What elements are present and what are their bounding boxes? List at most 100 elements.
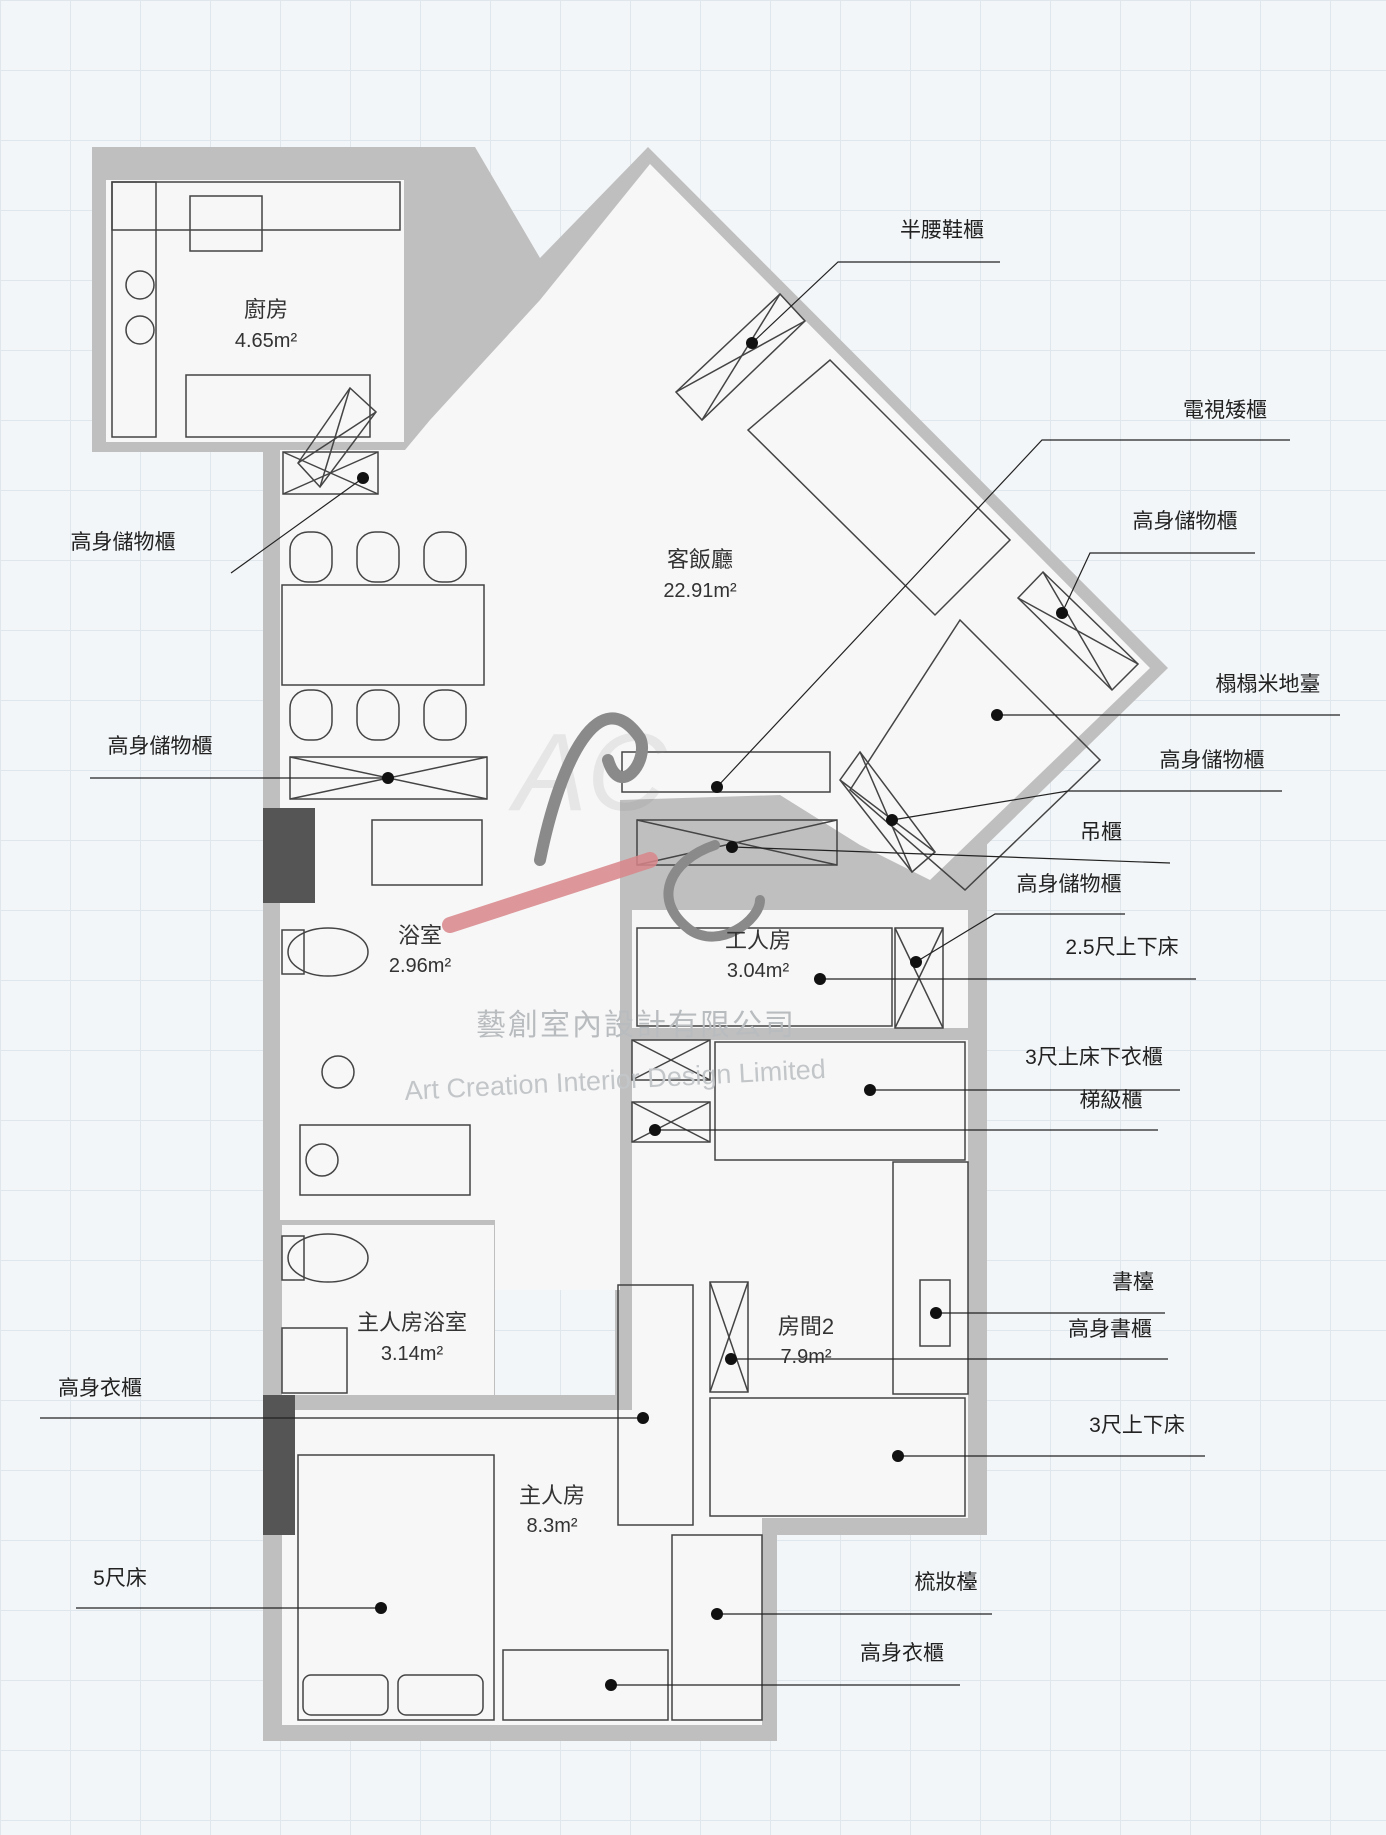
dressing-table <box>671 1534 763 1721</box>
pillow <box>302 1674 389 1716</box>
label-tatami: 榻榻米地臺 <box>1216 673 1321 696</box>
dining-chair <box>356 689 400 741</box>
watermark-logo-a <box>534 712 648 866</box>
dining-chair <box>289 689 333 741</box>
callout-dot <box>711 1608 723 1620</box>
callout-dot <box>746 337 758 349</box>
kitchen-counter-left <box>111 181 157 438</box>
callout-dot <box>814 973 826 985</box>
desk <box>892 1161 969 1395</box>
stove-burner <box>125 270 155 300</box>
callout-labels: 半腰鞋櫃 電視矮櫃 高身儲物櫃 榻榻米地臺 高身儲物櫃 吊櫃 高身儲物櫃 2.5… <box>58 219 1321 1665</box>
label-tall-storage-1: 高身儲物櫃 <box>1133 510 1238 533</box>
toilet <box>287 1233 369 1283</box>
dining-table <box>281 584 485 686</box>
bath-floor <box>282 810 494 1090</box>
callout-dot <box>382 772 394 784</box>
bathtub <box>299 1124 471 1196</box>
tatami-platform <box>849 618 1102 892</box>
callout-dot <box>726 841 738 853</box>
label-dressing-table: 梳妝檯 <box>915 1571 978 1594</box>
room-area-room2: 7.9m² <box>780 1346 831 1368</box>
toilet-tank <box>281 929 305 975</box>
label-bunk-3: 3尺上下床 <box>1089 1414 1185 1437</box>
room-labels: 廚房 4.65m² 客飯廳 22.91m² 浴室 2.96m² 工人房 3.04… <box>235 297 834 1537</box>
room-area-bath: 2.96m² <box>389 955 452 977</box>
toilet <box>287 927 369 977</box>
dining-chair <box>423 531 467 583</box>
floor-drain <box>321 1055 355 1089</box>
room-name-maid: 工人房 <box>725 928 791 953</box>
label-tall-storage-3: 高身儲物櫃 <box>1160 749 1265 772</box>
label-tall-storage-5: 高身儲物櫃 <box>1017 873 1122 896</box>
callout-dot <box>637 1412 649 1424</box>
callout-dot <box>910 956 922 968</box>
room-name-master: 主人房 <box>519 1483 585 1508</box>
bath-drain <box>305 1143 339 1177</box>
label-bunk-wardrobe-3: 3尺上床下衣櫃 <box>1025 1046 1163 1069</box>
callout-dot <box>357 472 369 484</box>
room-area-master: 8.3m² <box>526 1515 577 1537</box>
callout-dot <box>892 1450 904 1462</box>
room-area-master-bath: 3.14m² <box>381 1343 444 1365</box>
label-desk: 書檯 <box>1112 1271 1154 1294</box>
label-tall-storage-2: 高身儲物櫃 <box>71 531 176 554</box>
toilet-tank <box>281 1235 305 1281</box>
label-bunk-25: 2.5尺上下床 <box>1065 936 1178 959</box>
stove-burner <box>125 315 155 345</box>
callout-dot <box>649 1124 661 1136</box>
callout-dot <box>864 1084 876 1096</box>
label-tall-wardrobe-2: 高身衣櫃 <box>860 1642 944 1665</box>
callout-dot <box>725 1353 737 1365</box>
vanity <box>371 819 483 886</box>
callout-dots <box>357 337 1068 1691</box>
label-hanging-cabinet: 吊櫃 <box>1080 821 1122 844</box>
room-name-master-bath: 主人房浴室 <box>357 1310 467 1335</box>
dining-chair <box>356 531 400 583</box>
callout-dot <box>1056 607 1068 619</box>
label-tv-cabinet: 電視矮櫃 <box>1183 399 1267 422</box>
cabinet-x <box>282 292 1140 1393</box>
callout-dot <box>605 1679 617 1691</box>
watermark-logo-c <box>663 840 765 942</box>
kitchen-sink <box>189 195 263 252</box>
watermark-logo-text: AC <box>508 711 668 834</box>
sofa <box>746 358 1012 617</box>
label-tall-wardrobe-1: 高身衣櫃 <box>58 1377 142 1400</box>
room-area-living: 22.91m² <box>663 580 737 602</box>
callout-dot <box>930 1307 942 1319</box>
watermark-logo-stroke <box>442 852 658 933</box>
dark-column-2 <box>263 1395 295 1535</box>
basin <box>281 1327 348 1394</box>
dining-chair <box>289 531 333 583</box>
dining-chair <box>423 689 467 741</box>
dark-column-1 <box>263 808 315 903</box>
callout-dot <box>886 814 898 826</box>
tall-wardrobe <box>617 1284 694 1526</box>
callout-dot <box>991 709 1003 721</box>
room-name-kitchen: 廚房 <box>244 297 288 322</box>
label-stair-cabinet: 梯級櫃 <box>1080 1089 1143 1112</box>
master-floor <box>282 1410 762 1725</box>
callout-dot <box>375 1602 387 1614</box>
room-name-room2: 房間2 <box>778 1314 834 1339</box>
room-area-maid: 3.04m² <box>727 960 790 982</box>
label-shoe-cabinet: 半腰鞋櫃 <box>900 219 984 242</box>
room-name-bath: 浴室 <box>398 923 442 948</box>
living-floor <box>280 164 1150 1290</box>
callout-leaders <box>40 261 1340 1686</box>
label-tall-storage-4: 高身儲物櫃 <box>108 735 213 758</box>
room-name-living: 客飯廳 <box>667 547 733 572</box>
pillow <box>397 1674 484 1716</box>
watermark-company-cn: 藝創室內設計有限公司 <box>476 1009 796 1042</box>
bunk-bed-3 <box>709 1397 966 1517</box>
bunk-bed-3-top <box>714 1041 966 1161</box>
room-area-kitchen: 4.65m² <box>235 330 298 352</box>
bunk-bed-25 <box>636 927 893 1027</box>
callout-dot <box>711 781 723 793</box>
label-bed-5: 5尺床 <box>93 1567 147 1590</box>
master-bed <box>297 1454 495 1721</box>
bath-tub-floor <box>282 1112 494 1212</box>
